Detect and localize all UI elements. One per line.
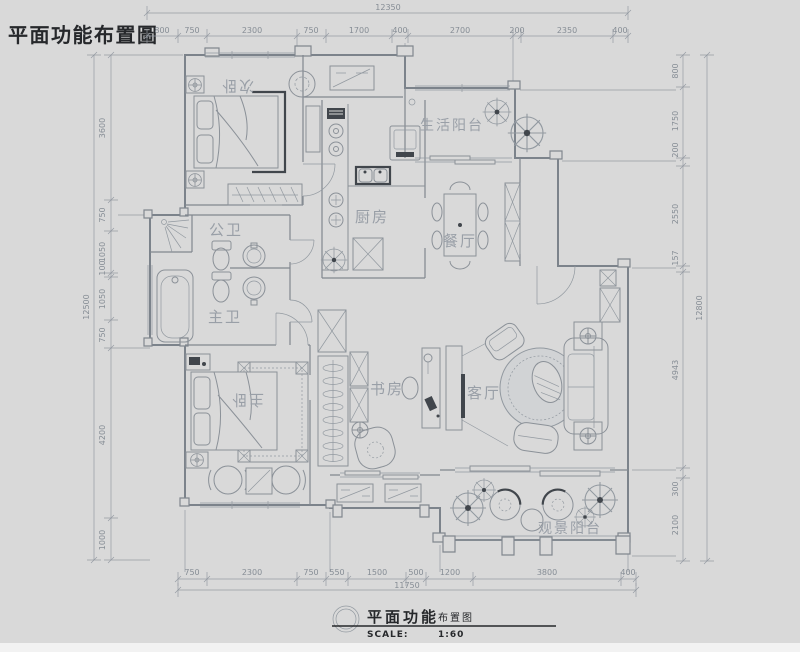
room-label-secondary-bedroom: 次卧 xyxy=(220,77,254,95)
dim-top-seg: 400 xyxy=(392,26,407,35)
furniture-hall-closet xyxy=(329,65,375,91)
dim-bottom-total: 11750 xyxy=(394,581,419,590)
dim-top-seg: 1700 xyxy=(349,26,369,35)
dim-top-seg: 2350 xyxy=(557,26,577,35)
dim-left-seg: 1050 xyxy=(98,289,107,309)
dimension-chain-left: 12500 3600 750 1050 100 1050 750 4200 10… xyxy=(82,51,183,564)
furniture-living-room xyxy=(461,321,609,454)
dim-right-seg: 1750 xyxy=(671,111,680,131)
title-block-subtitle: 布置图 xyxy=(438,612,474,624)
room-label-study: 书房 xyxy=(370,380,404,398)
windows xyxy=(147,51,631,556)
dim-left-seg: 750 xyxy=(98,327,107,342)
title-block-scale-value: 1:60 xyxy=(438,630,464,640)
dimension-chain-bottom: 750 2300 750 550 1500 500 1200 3800 400 … xyxy=(174,510,640,597)
dim-right-seg: 200 xyxy=(671,142,680,157)
room-label-master-bedroom: 主卧 xyxy=(230,391,264,409)
dim-right-seg: 800 xyxy=(671,63,680,78)
dim-bottom-seg: 550 xyxy=(329,568,344,577)
furniture-lower-balcony xyxy=(336,483,422,503)
dimension-chain-right: 800 1750 200 2550 157 4943 300 2100 1280… xyxy=(520,51,714,565)
furniture-public-bathroom xyxy=(161,219,266,271)
doors xyxy=(275,163,576,346)
dim-bottom-seg: 3800 xyxy=(537,568,557,577)
dim-right-seg: 2100 xyxy=(671,515,680,535)
dim-bottom-seg: 1200 xyxy=(440,568,460,577)
dim-right-seg: 4943 xyxy=(671,360,680,380)
dim-left-total: 12500 xyxy=(82,294,91,319)
dim-left-seg: 1050 xyxy=(98,242,107,262)
dim-right-total: 12800 xyxy=(695,295,704,320)
dim-left-seg: 4200 xyxy=(98,425,107,445)
dim-bottom-seg: 750 xyxy=(303,568,318,577)
furniture-secondary-bedroom xyxy=(185,70,416,206)
room-label-public-bathroom: 公卫 xyxy=(209,221,243,239)
dim-top-seg: 400 xyxy=(612,26,627,35)
furniture-master-bathroom xyxy=(156,269,266,343)
dim-top-seg: 2700 xyxy=(450,26,470,35)
furniture-dining xyxy=(431,181,521,270)
dim-bottom-seg: 2300 xyxy=(242,568,262,577)
dim-bottom-seg: 750 xyxy=(184,568,199,577)
dim-top-seg: 800 xyxy=(154,26,169,35)
dim-left-seg: 3600 xyxy=(98,118,107,138)
title-block-scale-label: SCALE: xyxy=(367,630,409,640)
room-label-master-bathroom: 主卫 xyxy=(208,308,242,326)
room-label-kitchen: 厨房 xyxy=(355,208,389,226)
dim-left-seg: 100 xyxy=(98,260,107,275)
dim-top-seg: 750 xyxy=(303,26,318,35)
dim-bottom-seg: 1500 xyxy=(367,568,387,577)
dim-top-seg: 750 xyxy=(184,26,199,35)
dimension-chain-top: 12350 800 750 2300 750 1700 400 2700 200… xyxy=(143,3,632,84)
page-title: 平面功能布置圖 xyxy=(8,23,159,47)
title-block-name: 平面功能 xyxy=(367,608,439,626)
dim-right-seg: 157 xyxy=(671,250,680,265)
furniture-living-balcony xyxy=(389,96,548,161)
furniture-study xyxy=(354,345,465,470)
dim-right-seg: 2550 xyxy=(671,204,680,224)
page-bottom-margin xyxy=(0,643,800,652)
title-block-circle-icon xyxy=(332,605,360,633)
dim-top-total: 12350 xyxy=(375,3,400,12)
room-labels: 次卧 生活阳台 厨房 餐厅 公卫 主卫 主卧 书房 客厅 观景阳台 xyxy=(208,77,602,537)
dim-left-seg: 750 xyxy=(98,207,107,222)
room-label-dining: 餐厅 xyxy=(443,232,477,250)
furniture-master-bedroom xyxy=(185,309,369,495)
dim-top-seg: 200 xyxy=(509,26,524,35)
dim-left-seg: 1000 xyxy=(98,530,107,550)
room-label-living-balcony: 生活阳台 xyxy=(420,118,484,134)
furniture-kitchen xyxy=(320,104,425,274)
dim-top-seg: 2300 xyxy=(242,26,262,35)
title-block: 平面功能 布置图 SCALE: 1:60 xyxy=(332,605,556,640)
furniture-entry xyxy=(599,269,621,323)
dim-right-seg: 300 xyxy=(671,481,680,496)
room-label-view-balcony: 观景阳台 xyxy=(538,521,602,537)
furniture-view-balcony xyxy=(449,477,619,532)
dim-bottom-seg: 500 xyxy=(408,568,423,577)
dim-bottom-seg: 400 xyxy=(620,568,635,577)
room-label-living-room: 客厅 xyxy=(467,384,501,402)
